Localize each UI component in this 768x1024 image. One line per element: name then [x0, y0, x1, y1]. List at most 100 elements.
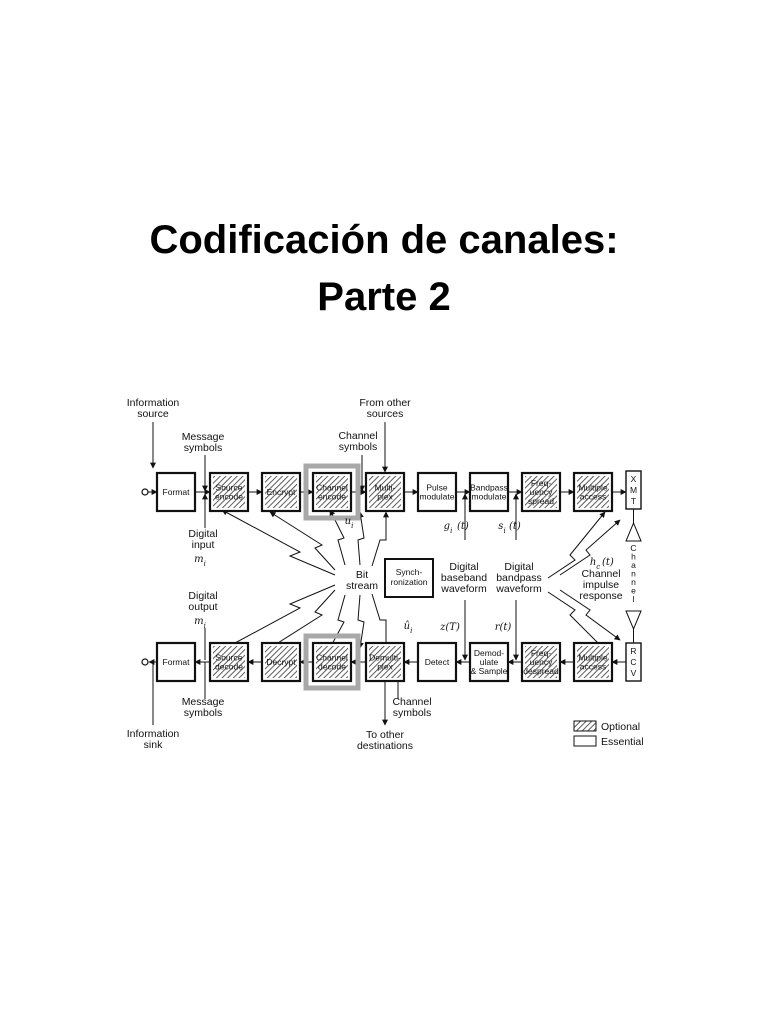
bit-stream-zigzag	[329, 509, 346, 566]
rx-block: Decrypt	[260, 641, 302, 683]
channel-letter: h	[631, 552, 636, 562]
box-letter: T	[631, 496, 636, 506]
optional-hatch	[213, 646, 245, 678]
bit-stream-zigzag	[269, 589, 336, 649]
box-letter: X	[631, 474, 637, 484]
box-border	[625, 642, 642, 682]
channel-letter: e	[631, 586, 636, 596]
legend-swatch	[573, 720, 597, 732]
optional-hatch	[525, 646, 557, 678]
channel-letter: n	[631, 577, 636, 587]
block-label: Format	[163, 657, 191, 667]
legend-swatch	[573, 735, 597, 747]
block-border	[416, 471, 458, 513]
synchronization-block	[384, 558, 434, 598]
block-label: Demod-ulate& Sample	[471, 648, 508, 676]
tx-block: Multi-plex	[364, 471, 406, 513]
g-i-symbol: gi	[444, 521, 453, 535]
optional-hatch	[369, 476, 401, 508]
input-terminal	[141, 488, 149, 496]
optional-hatch	[316, 476, 348, 508]
block-label: Demulti-plex	[369, 653, 401, 672]
legend-label: Optional	[601, 721, 640, 733]
bit-stream-zigzag	[547, 511, 606, 579]
optional-hatch	[265, 646, 297, 678]
xmt-antenna-icon	[625, 521, 642, 542]
rx-block: Detect	[416, 641, 458, 683]
bit-stream-zigzag	[329, 594, 346, 649]
optional-hatch	[525, 476, 557, 508]
bit-stream-zigzag	[269, 511, 336, 571]
r-t-symbol: r(t)	[495, 622, 512, 633]
block-label: Encrypt	[267, 487, 296, 497]
s-i-arg: (t)	[509, 521, 521, 532]
block-label: Detect	[425, 657, 450, 667]
block-label: Decrypt	[266, 657, 296, 667]
highlight-frame	[303, 633, 361, 691]
u-i-symbol: ui	[345, 516, 354, 530]
legend-label: Essential	[601, 736, 644, 748]
rx-block: Demod-ulate& Sample	[468, 641, 510, 683]
box-letter: V	[631, 668, 637, 678]
channel-letter: n	[631, 569, 636, 579]
optional-hatch	[265, 476, 297, 508]
output-terminal	[141, 658, 149, 666]
channel-letter: l	[633, 594, 635, 604]
block-label: Multi-plex	[375, 483, 396, 502]
rcv-box: RCV	[625, 642, 642, 682]
block-border	[384, 558, 434, 598]
synchronization-label: Synch-ronization	[391, 567, 428, 587]
bit-stream-zigzag	[357, 511, 365, 566]
box-letter: C	[630, 657, 636, 667]
page-title-line-2: Parte 2	[317, 275, 451, 319]
optional-hatch	[316, 646, 348, 678]
block-border	[155, 641, 197, 683]
block-border	[468, 641, 510, 683]
highlight-frame	[303, 463, 361, 521]
bit-stream-zigzag	[221, 584, 336, 651]
u-i-hat-symbol: ûi	[404, 621, 413, 635]
channel-letter: C	[630, 543, 636, 553]
tx-block: Encrypt	[260, 471, 302, 513]
optional-hatch	[577, 646, 609, 678]
digital-output-symbol: mi	[194, 616, 206, 630]
optional-hatch	[213, 476, 245, 508]
h-c-arg: (t)	[602, 557, 614, 568]
block-label: Format	[163, 487, 191, 497]
h-c-symbol: hc	[590, 557, 600, 571]
block-border	[468, 471, 510, 513]
block-border	[416, 641, 458, 683]
bit-stream-zigzag	[371, 593, 389, 649]
z-t-symbol: z(T)	[439, 622, 460, 633]
optional-hatch	[577, 476, 609, 508]
